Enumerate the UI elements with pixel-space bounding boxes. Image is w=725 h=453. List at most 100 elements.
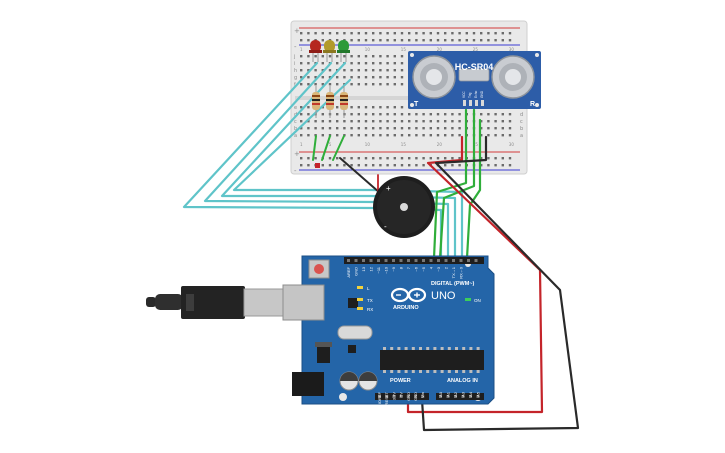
breadboard-hole[interactable] xyxy=(364,134,368,137)
breadboard-hole[interactable] xyxy=(321,55,324,58)
breadboard-hole[interactable] xyxy=(307,32,310,35)
breadboard-hole[interactable] xyxy=(408,120,411,123)
breadboard-hole[interactable] xyxy=(400,55,404,58)
breadboard-hole[interactable] xyxy=(429,134,432,137)
header-pin[interactable] xyxy=(452,259,455,262)
wire-green-extra[interactable] xyxy=(465,118,482,260)
breadboard-hole[interactable] xyxy=(436,39,440,42)
breadboard-hole[interactable] xyxy=(350,39,353,42)
breadboard-hole[interactable] xyxy=(372,120,375,123)
breadboard-hole[interactable] xyxy=(487,134,490,137)
breadboard-hole[interactable] xyxy=(321,164,324,167)
wire-green-led-2[interactable] xyxy=(321,135,331,161)
breadboard-hole[interactable] xyxy=(364,106,368,109)
breadboard-hole[interactable] xyxy=(343,55,346,58)
breadboard-hole[interactable] xyxy=(357,120,360,123)
header-pin[interactable] xyxy=(406,395,410,398)
header-pin[interactable] xyxy=(437,259,440,262)
breadboard-hole[interactable] xyxy=(314,76,317,79)
breadboard-hole[interactable] xyxy=(350,83,353,86)
breadboard-hole[interactable] xyxy=(444,120,447,123)
breadboard-hole[interactable] xyxy=(343,127,346,130)
breadboard-hole[interactable] xyxy=(321,39,324,42)
breadboard-hole[interactable] xyxy=(364,83,368,86)
header-pin[interactable] xyxy=(369,259,373,262)
breadboard-hole[interactable] xyxy=(300,157,303,160)
breadboard-hole[interactable] xyxy=(386,76,389,79)
breadboard-hole[interactable] xyxy=(400,106,404,109)
breadboard-hole[interactable] xyxy=(508,39,512,42)
breadboard-hole[interactable] xyxy=(465,39,468,42)
breadboard-hole[interactable] xyxy=(393,39,396,42)
breadboard-hole[interactable] xyxy=(300,39,303,42)
header-pin[interactable] xyxy=(444,259,448,262)
breadboard-hole[interactable] xyxy=(307,39,310,42)
breadboard-hole[interactable] xyxy=(379,157,382,160)
header-pin[interactable] xyxy=(414,259,418,262)
breadboard-hole[interactable] xyxy=(350,76,353,79)
breadboard-hole[interactable] xyxy=(408,32,411,35)
breadboard-hole[interactable] xyxy=(350,113,353,116)
breadboard-hole[interactable] xyxy=(393,69,396,72)
header-pin[interactable] xyxy=(469,395,472,398)
breadboard-hole[interactable] xyxy=(343,76,346,79)
breadboard-hole[interactable] xyxy=(357,76,360,79)
breadboard-hole[interactable] xyxy=(494,164,497,167)
breadboard-hole[interactable] xyxy=(458,39,461,42)
breadboard-hole[interactable] xyxy=(350,164,353,167)
breadboard-hole[interactable] xyxy=(415,120,418,123)
breadboard-hole[interactable] xyxy=(364,113,368,116)
breadboard-hole[interactable] xyxy=(415,164,418,167)
breadboard-hole[interactable] xyxy=(379,113,382,116)
header-pin[interactable] xyxy=(474,259,478,262)
breadboard-hole[interactable] xyxy=(451,39,454,42)
breadboard-hole[interactable] xyxy=(393,127,396,130)
header-pin[interactable] xyxy=(459,259,463,262)
breadboard-hole[interactable] xyxy=(422,32,425,35)
breadboard-hole[interactable] xyxy=(328,83,332,86)
breadboard-hole[interactable] xyxy=(393,134,396,137)
wire-cyan-2[interactable] xyxy=(203,61,450,260)
breadboard-hole[interactable] xyxy=(379,69,382,72)
breadboard-hole[interactable] xyxy=(314,55,317,58)
breadboard-hole[interactable] xyxy=(415,134,418,137)
breadboard-hole[interactable] xyxy=(408,157,411,160)
breadboard-hole[interactable] xyxy=(494,157,497,160)
buzzer-icon[interactable]: + - xyxy=(373,176,435,238)
header-pin[interactable] xyxy=(467,259,470,262)
breadboard-hole[interactable] xyxy=(444,113,447,116)
breadboard-hole[interactable] xyxy=(444,164,447,167)
breadboard-hole[interactable] xyxy=(480,127,483,130)
breadboard-hole[interactable] xyxy=(429,113,432,116)
breadboard-hole[interactable] xyxy=(458,120,461,123)
breadboard-hole[interactable] xyxy=(408,134,411,137)
breadboard-hole[interactable] xyxy=(400,134,404,137)
breadboard-hole[interactable] xyxy=(357,127,360,130)
wire-black-buzzer[interactable] xyxy=(339,157,381,194)
breadboard-hole[interactable] xyxy=(379,127,382,130)
breadboard-hole[interactable] xyxy=(379,106,382,109)
breadboard-hole[interactable] xyxy=(307,157,310,160)
breadboard-hole[interactable] xyxy=(379,164,382,167)
breadboard-hole[interactable] xyxy=(307,164,310,167)
breadboard-hole[interactable] xyxy=(364,157,368,160)
breadboard-hole[interactable] xyxy=(444,39,447,42)
breadboard-hole[interactable] xyxy=(336,127,339,130)
header-pin[interactable] xyxy=(429,259,433,262)
breadboard-hole[interactable] xyxy=(386,83,389,86)
breadboard-hole[interactable] xyxy=(444,134,447,137)
breadboard-hole[interactable] xyxy=(415,127,418,130)
breadboard-hole[interactable] xyxy=(415,32,418,35)
breadboard-hole[interactable] xyxy=(480,134,483,137)
breadboard-hole[interactable] xyxy=(350,106,353,109)
breadboard-hole[interactable] xyxy=(415,113,418,116)
breadboard-hole[interactable] xyxy=(501,39,504,42)
wire-cyan-1[interactable] xyxy=(182,61,443,260)
breadboard-hole[interactable] xyxy=(508,134,512,137)
breadboard-hole[interactable] xyxy=(487,113,490,116)
breadboard-hole[interactable] xyxy=(379,32,382,35)
breadboard-hole[interactable] xyxy=(357,32,360,35)
breadboard-hole[interactable] xyxy=(357,134,360,137)
breadboard-hole[interactable] xyxy=(357,69,360,72)
